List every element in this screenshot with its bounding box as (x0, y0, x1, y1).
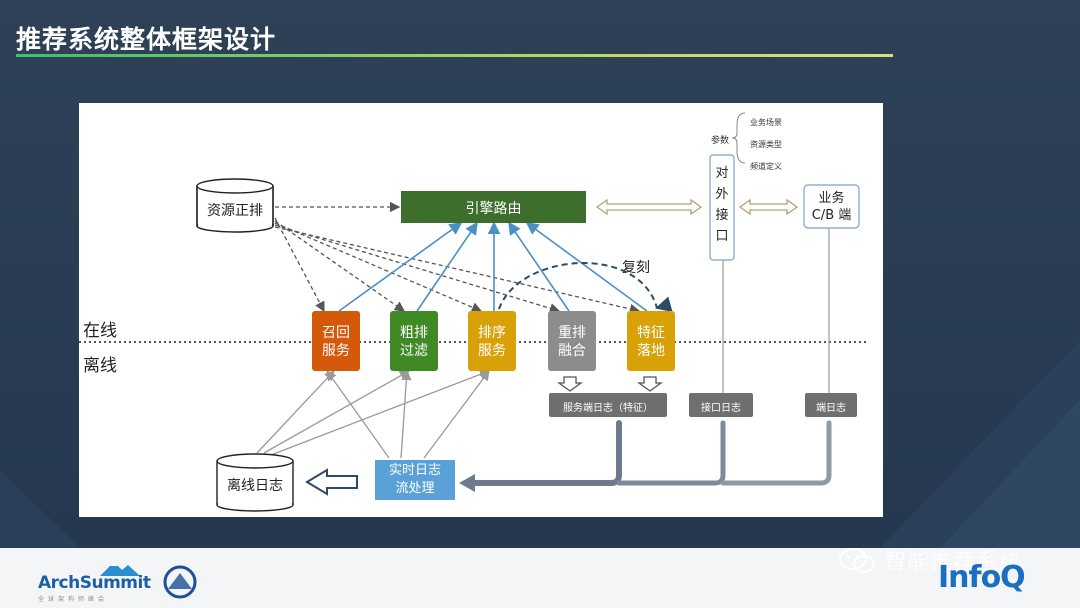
background-decoration (940, 400, 1080, 548)
infoq-logo: InfoQ (938, 560, 1026, 595)
copy-curve-arrow (498, 262, 673, 312)
archsummit-subtitle: 全球架构师峰会 (38, 596, 109, 603)
log-flow-lines (459, 420, 832, 492)
resource-db-label: 资源正排 (207, 203, 263, 219)
diagram-panel: 资源正排 离线日志 引擎路由 召回服务 粗排过滤 排序服务 重排融合 特征落地 … (79, 103, 883, 517)
service-box-feature (627, 311, 675, 371)
hollow-left-arrow (305, 468, 358, 496)
params-label: 参数 (711, 136, 730, 146)
archsummit-logo: ArchSummit (38, 573, 151, 593)
log-api-label: 接口日志 (701, 403, 741, 414)
service-box-recall (312, 311, 360, 371)
offline-grey-arrows (256, 369, 491, 459)
log-box-client (805, 393, 857, 417)
service-box-rerank (548, 311, 596, 371)
service-coarse-label: 粗排过滤 (400, 325, 428, 359)
title-underline (16, 54, 893, 57)
external-api-label: 对外接口 (715, 166, 729, 244)
service-recall-label: 召回服务 (322, 325, 350, 359)
watermark-text: 智能推荐系统 (884, 550, 1023, 575)
service-rerank-label: 重排融合 (558, 325, 586, 359)
architecture-diagram (79, 112, 869, 512)
small-down-arrows (557, 376, 663, 392)
online-label: 在线 (83, 321, 117, 341)
service-feature-label: 特征落地 (637, 325, 665, 359)
engine-router-label: 引擎路由 (465, 201, 522, 217)
resource-db-shape (196, 178, 274, 233)
engine-blue-arrows (338, 221, 648, 312)
service-box-coarse (390, 311, 438, 371)
archsummit-mountain-icon (100, 562, 140, 576)
wechat-icon (839, 548, 875, 573)
params-brace (731, 112, 746, 164)
engine-router-box (401, 191, 586, 223)
log-box-api (689, 393, 753, 417)
log-client-label: 端日志 (816, 403, 846, 414)
slide-title: 推荐系统整体框架设计 (16, 25, 277, 54)
service-rank-label: 排序服务 (478, 325, 506, 359)
offline-label: 离线 (83, 356, 117, 376)
conference-badge-icon (163, 565, 197, 599)
resource-dashed-arrows (274, 201, 641, 315)
copy-label: 复刻 (622, 260, 650, 276)
offline-db-shape (216, 453, 294, 512)
offline-log-db-label: 离线日志 (227, 478, 283, 494)
realtime-box (375, 460, 455, 500)
log-box-server (549, 393, 667, 417)
business-box (803, 184, 860, 229)
realtime-label: 实时日志流处理 (388, 463, 441, 496)
params-list: 业务场景资源类型频道定义 (750, 118, 782, 171)
service-box-rank (468, 311, 516, 371)
external-api-box (709, 154, 735, 261)
double-hollow-arrows (595, 198, 799, 216)
log-server-label: 服务端日志（特征） (563, 403, 653, 414)
